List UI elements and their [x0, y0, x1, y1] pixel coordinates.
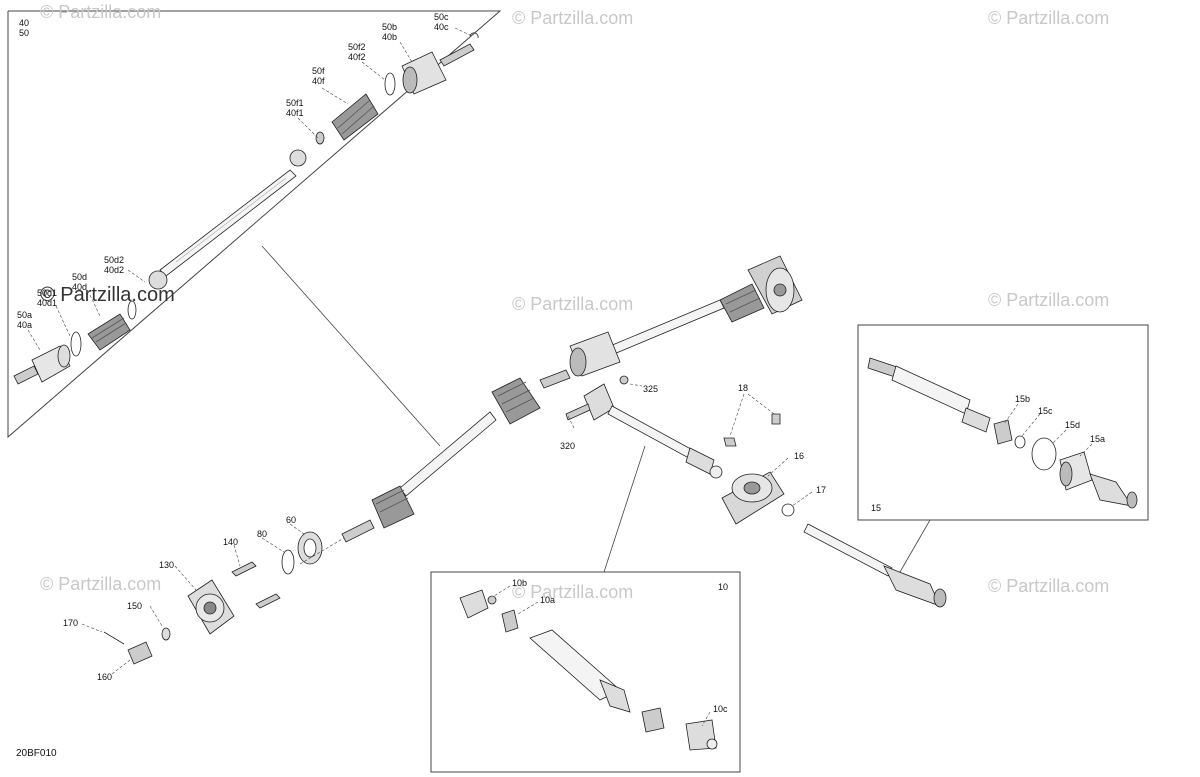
callout-15b: 15b: [1015, 394, 1031, 404]
watermark: © Partzilla.com: [40, 2, 162, 22]
callout-50d-40d: 50d 40d: [72, 272, 88, 292]
callout-17: 17: [816, 485, 827, 495]
callout-50f2-40f2: 50f2 40f2: [348, 42, 366, 62]
watermark: © Partzilla.com: [988, 290, 1110, 310]
callout-50f-40f: 50f 40f: [312, 66, 325, 86]
callout-320: 320: [560, 441, 576, 451]
diagram-code: 20BF010: [16, 748, 57, 759]
callout-50d1-40d1: 50d1 40d1: [37, 288, 58, 308]
callout-18: 18: [738, 383, 749, 393]
callout-15d: 15d: [1065, 420, 1081, 430]
group-label-drive-shaft: 10: [718, 582, 729, 592]
watermark: © Partzilla.com: [512, 582, 634, 602]
rear-shaft-inset-frame: [857, 324, 1149, 521]
front-shaft-inset-frame: [7, 10, 502, 439]
callout-170: 170: [63, 618, 79, 628]
watermark: © Partzilla.com: [512, 294, 634, 314]
callout-50a-40a: 50a 40a: [17, 310, 33, 330]
watermark: © Partzilla.com: [40, 284, 175, 306]
watermark: © Partzilla.com: [512, 8, 634, 28]
callout-325: 325: [643, 384, 659, 394]
callout-15a: 15a: [1090, 434, 1106, 444]
group-label-front-shaft: 40 50: [19, 18, 30, 38]
callout-10a: 10a: [540, 595, 556, 605]
callout-50f1-40f1: 50f1 40f1: [286, 98, 304, 118]
callout-140: 140: [223, 537, 239, 547]
callout-130: 130: [159, 560, 175, 570]
callout-50d2-40d2: 50d2 40d2: [104, 255, 125, 275]
callout-150: 150: [127, 601, 143, 611]
callout-16: 16: [794, 451, 805, 461]
rear-shaft-inset-parts: [867, 357, 1138, 509]
watermark: © Partzilla.com: [40, 574, 162, 594]
watermark: © Partzilla.com: [988, 8, 1110, 28]
callout-50b-40b: 50b 40b: [382, 22, 398, 42]
callout-10b: 10b: [512, 578, 528, 588]
prop-shaft-assembly: [565, 375, 947, 608]
drive-shaft-inset-parts: [459, 589, 718, 751]
callout-50c-40c: 50c 40c: [434, 12, 449, 32]
callout-80: 80: [257, 529, 268, 539]
callout-160: 160: [97, 672, 113, 682]
callout-10c: 10c: [713, 704, 728, 714]
front-drive-shaft-exploded: [13, 32, 479, 385]
group-label-rear-shaft: 15: [871, 503, 882, 513]
main-drive-shaft: [103, 255, 803, 665]
watermark: © Partzilla.com: [988, 576, 1110, 596]
callout-15c: 15c: [1038, 406, 1053, 416]
drive-shaft-inset-frame: [430, 571, 741, 773]
callout-60: 60: [286, 515, 297, 525]
